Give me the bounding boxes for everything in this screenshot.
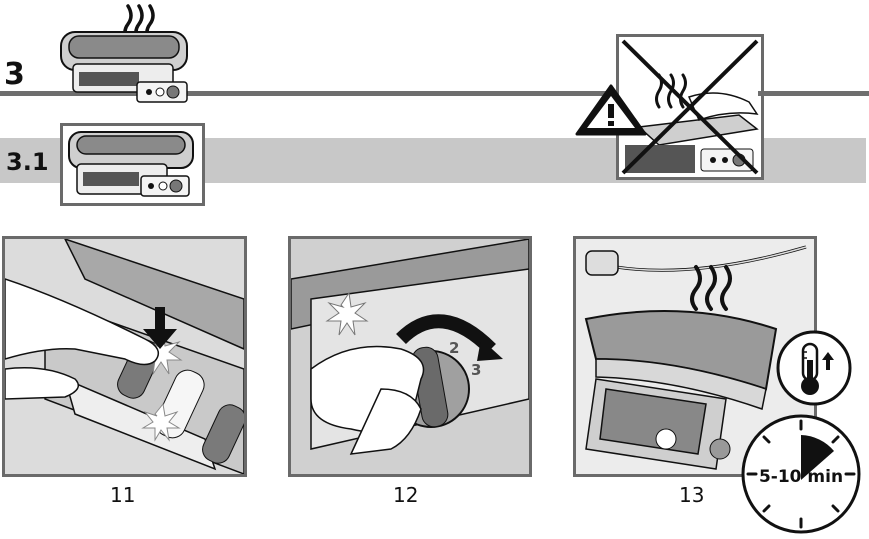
dial-mark-3: 3 xyxy=(471,361,481,379)
step-11-panel xyxy=(2,236,247,477)
step-11-caption: 11 xyxy=(110,483,135,507)
section-number: 3 xyxy=(4,60,25,90)
timer-label: 5-10 min xyxy=(740,467,862,487)
subsection-number: 3.1 xyxy=(6,150,49,174)
grill-illustration xyxy=(63,126,202,203)
thermometer-rising-icon xyxy=(776,330,852,406)
step-12-panel: 2 3 xyxy=(288,236,532,477)
dial-mark-2: 2 xyxy=(449,339,459,357)
section-rule-right xyxy=(758,91,869,96)
subsection-grill-frame xyxy=(60,123,205,206)
warning-triangle-icon xyxy=(573,82,649,138)
grill-hot-illustration xyxy=(55,0,195,105)
timer-icon: 5-10 min xyxy=(740,413,862,535)
step-13-caption: 13 xyxy=(679,483,704,507)
step-12-caption: 12 xyxy=(393,483,418,507)
